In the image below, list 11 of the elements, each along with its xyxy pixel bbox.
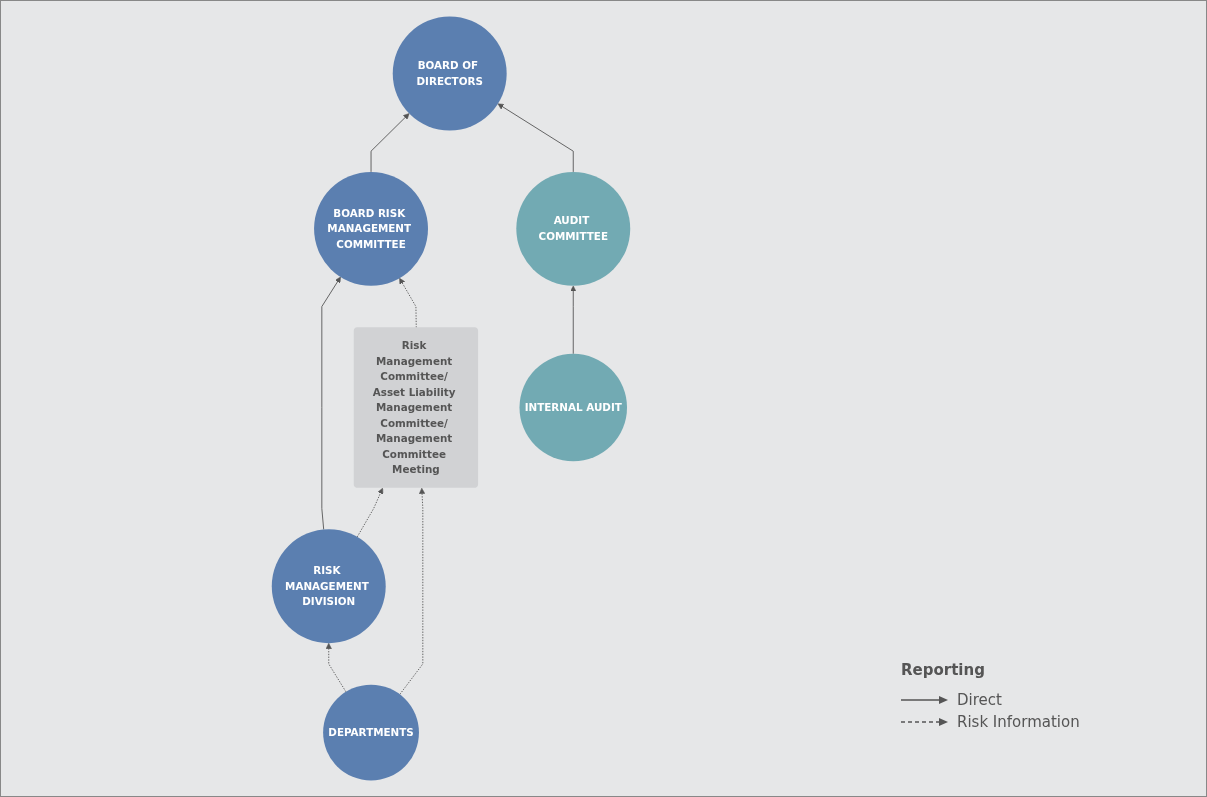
flowchart: BOARD OF DIRECTORS BOARD RISK MANAGEMENT COMMITTEE Risk Management Committee/ Asset Liability Management Committee/ Management Committee Meeting AUDIT COMMITTEE RISK MANAGEMENT DIVISION INTERNAL AUDIT DEPARTMENTS (21, 11, 881, 786)
node-circle (392, 16, 507, 131)
node-circle (519, 353, 627, 462)
legend-label: Risk Information (957, 713, 1080, 731)
legend-title: Reporting (901, 661, 985, 679)
node-box (353, 327, 479, 488)
legend-label: Direct (957, 691, 1002, 709)
node-circle (516, 171, 631, 286)
node-circle (323, 684, 419, 781)
node-circle (271, 529, 386, 644)
node-circle (314, 171, 428, 286)
